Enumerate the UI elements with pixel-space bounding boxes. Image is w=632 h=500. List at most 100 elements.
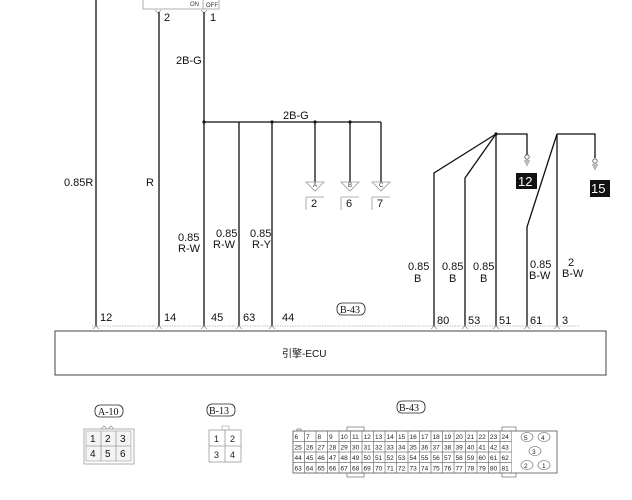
b43-pin: 49 [352, 455, 360, 462]
b43-side-pin: 4 [541, 435, 545, 442]
ecu-pin-45: 45 [211, 312, 223, 324]
wire-label-44-color: R-Y [252, 239, 272, 251]
b43-pin: 36 [421, 445, 429, 452]
connector-b-pin: 6 [346, 198, 352, 210]
b43-pin: 45 [306, 455, 314, 462]
wire-label-14: R [146, 177, 154, 189]
b43-pin: 11 [352, 434, 359, 441]
bus-horizontal-label: 2B-G [283, 110, 309, 122]
b13-pin: 3 [214, 450, 219, 460]
switch-box: ON OFF 2 1 [142, 0, 220, 24]
wire-label-63-color: R-W [213, 239, 236, 251]
b43-pin: 51 [375, 455, 383, 462]
b43-pin: 66 [329, 466, 337, 473]
b43-pin: 6 [295, 434, 299, 441]
b43-pin: 55 [421, 455, 429, 462]
b43-pin: 60 [479, 455, 487, 462]
wire-labels: 0.85R R 2B-G 2B-G 0.85 R-W 0.85 R-W 0.85… [64, 55, 584, 285]
a10-pin: 6 [120, 449, 126, 460]
wire-label-61-color: B-W [529, 270, 551, 282]
wire-label-80-color: B [414, 273, 421, 285]
ground-12-label: 12 [518, 174, 532, 189]
b43-pin: 24 [502, 434, 510, 441]
ecu-connector-tag [336, 302, 366, 316]
b43-pin: 39 [456, 445, 464, 452]
b13-tag: B-13 [209, 406, 229, 417]
b43-pin: 57 [444, 455, 452, 462]
ecu-pin-44: 44 [282, 312, 294, 324]
b43-pin: 62 [502, 455, 510, 462]
b43-pin: 33 [387, 445, 395, 452]
ground-15-label: 15 [591, 181, 605, 196]
bus-vertical-label: 2B-G [176, 55, 202, 67]
ground-12: 12 [516, 154, 537, 189]
b43-pin: 69 [364, 466, 372, 473]
b13-pin: 1 [214, 434, 219, 444]
wire-ground-15 [557, 133, 596, 158]
wire-label-51-gauge: 0.85 [473, 261, 494, 273]
b43-pin: 15 [398, 434, 406, 441]
b43-pin: 72 [398, 466, 406, 473]
ecu-pin-3: 3 [562, 315, 568, 327]
b43-pin: 80 [490, 466, 498, 473]
b43-pin: 35 [410, 445, 418, 452]
b43-pin: 74 [421, 466, 429, 473]
b43-pin: 47 [329, 455, 337, 462]
a10-pin: 1 [90, 434, 96, 445]
a10-pin: 4 [90, 449, 96, 460]
wire-label-44-gauge: 0.85 [250, 228, 271, 240]
b43-pin: 30 [352, 445, 360, 452]
b43-pin: 38 [444, 445, 452, 452]
b43-pin: 70 [375, 466, 383, 473]
a10-pin: 3 [120, 434, 126, 445]
b43-side-pin: 5 [524, 435, 528, 442]
b43-pin: 52 [387, 455, 395, 462]
wire-53 [464, 133, 497, 326]
wire-61 [526, 133, 558, 326]
b43-side-pin: 2 [524, 463, 528, 470]
ecu-connector-tag-text: B-43 [340, 305, 360, 316]
a10-pin: 5 [105, 449, 111, 460]
wire-label-51-color: B [480, 273, 487, 285]
b43-pin: 28 [329, 445, 337, 452]
b43-pin: 78 [467, 466, 475, 473]
b43-pin: 73 [410, 466, 418, 473]
b43-pin: 20 [456, 434, 464, 441]
ecu-pin-14: 14 [164, 312, 176, 324]
b43-pin: 44 [295, 455, 303, 462]
b43-pin: 68 [352, 466, 360, 473]
ecu-pin-12: 12 [100, 312, 112, 324]
b43-side-pin: 3 [532, 449, 536, 456]
b43-side-pin: 1 [542, 463, 546, 470]
ecu-pins: 12 14 45 63 44 80 53 51 61 3 B-43 [92, 302, 580, 330]
a10-pin: 2 [105, 434, 111, 445]
ground-icon [592, 158, 598, 164]
b43-pin: 75 [433, 466, 441, 473]
b43-pin: 16 [410, 434, 418, 441]
b43-pin: 63 [295, 466, 303, 473]
b43-pin: 81 [502, 466, 510, 473]
b43-pin: 64 [306, 466, 314, 473]
b43-pin: 42 [490, 445, 498, 452]
b43-pin: 56 [433, 455, 441, 462]
ground-15: 15 [590, 158, 610, 197]
connector-c-pin: 7 [377, 198, 383, 210]
b43-pin: 22 [479, 434, 487, 441]
wire-label-3-color: B-W [562, 268, 584, 280]
wire-label-12: 0.85R [64, 177, 93, 189]
b43-pin: 54 [410, 455, 418, 462]
b43-side-pins: 5 4 3 2 1 [520, 432, 551, 470]
ecu-pin-63: 63 [243, 312, 255, 324]
b43-pin: 32 [375, 445, 383, 452]
b43-pin: 46 [318, 455, 326, 462]
b43-pin: 77 [456, 466, 464, 473]
wire-label-45-color: R-W [178, 243, 201, 255]
wire-ground-12 [496, 133, 528, 155]
ecu-pin-51: 51 [499, 315, 511, 327]
connector-view-b13: B-13 1 2 3 4 [206, 403, 242, 463]
wire-label-63-gauge: 0.85 [216, 228, 237, 240]
ecu-pin-53: 53 [468, 315, 480, 327]
b43-pin: 71 [387, 466, 395, 473]
